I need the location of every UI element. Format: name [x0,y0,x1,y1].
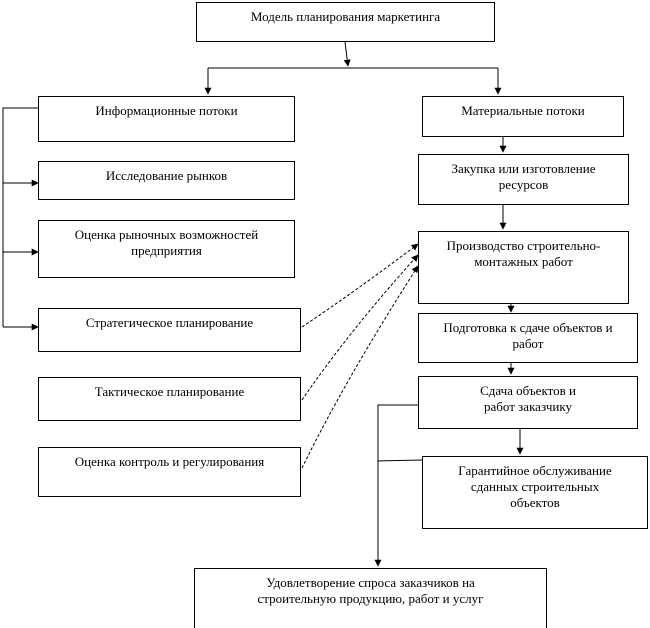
strategic-planning-node: Стратегическое планирование [38,308,301,352]
root-node-label: Модель планирования маркетинга [250,9,441,24]
material-flows-label: Материальные потоки [461,103,585,118]
warranty-node: Гарантийное обслуживание сданных строите… [422,456,648,529]
market-capability-label: Оценка рыночных возможностей предприятия [74,227,259,258]
delivery-node: Сдача объектов и работ заказчику [418,376,638,429]
tactical-planning-label: Тактическое планирование [94,384,245,399]
warranty-label: Гарантийное обслуживание сданных строите… [458,463,612,510]
root-connector [343,41,351,67]
left-bus [2,107,38,327]
strategic-planning-label: Стратегическое планирование [85,315,254,330]
strategic-to-production-arrow [301,243,419,328]
info-flows-label: Информационные потоки [95,103,238,118]
tactical-to-production-arrow [301,254,419,401]
market-research-node: Исследование рынков [38,161,295,200]
root-node: Модель планирования маркетинга [196,2,495,42]
result-label: Удовлетворение спроса заказчиков на стро… [257,575,484,606]
procurement-label: Закупка или изготовление ресурсов [451,161,596,192]
result-node: Удовлетворение спроса заказчиков на стро… [194,568,547,628]
procurement-node: Закупка или изготовление ресурсов [418,154,629,205]
market-capability-node: Оценка рыночных возможностей предприятия [38,220,295,278]
preparation-label: Подготовка к сдаче объектов и работ [443,320,613,351]
production-node: Производство строительно-монтажных работ [418,231,629,304]
warranty-to-result-line [377,459,423,462]
delivery-label: Сдача объектов и работ заказчику [480,383,576,414]
delivery-to-result-line [374,404,418,567]
tactical-planning-node: Тактическое планирование [38,377,301,421]
info-flows-node: Информационные потоки [38,96,295,142]
material-flows-node: Материальные потоки [422,96,624,137]
control-node: Оценка контроль и регулирования [38,447,301,497]
preparation-node: Подготовка к сдаче объектов и работ [418,313,638,363]
market-research-label: Исследование рынков [105,168,228,183]
production-label: Производство строительно-монтажных работ [446,238,601,269]
control-to-production-arrow [301,265,419,469]
control-label: Оценка контроль и регулирования [74,454,265,469]
